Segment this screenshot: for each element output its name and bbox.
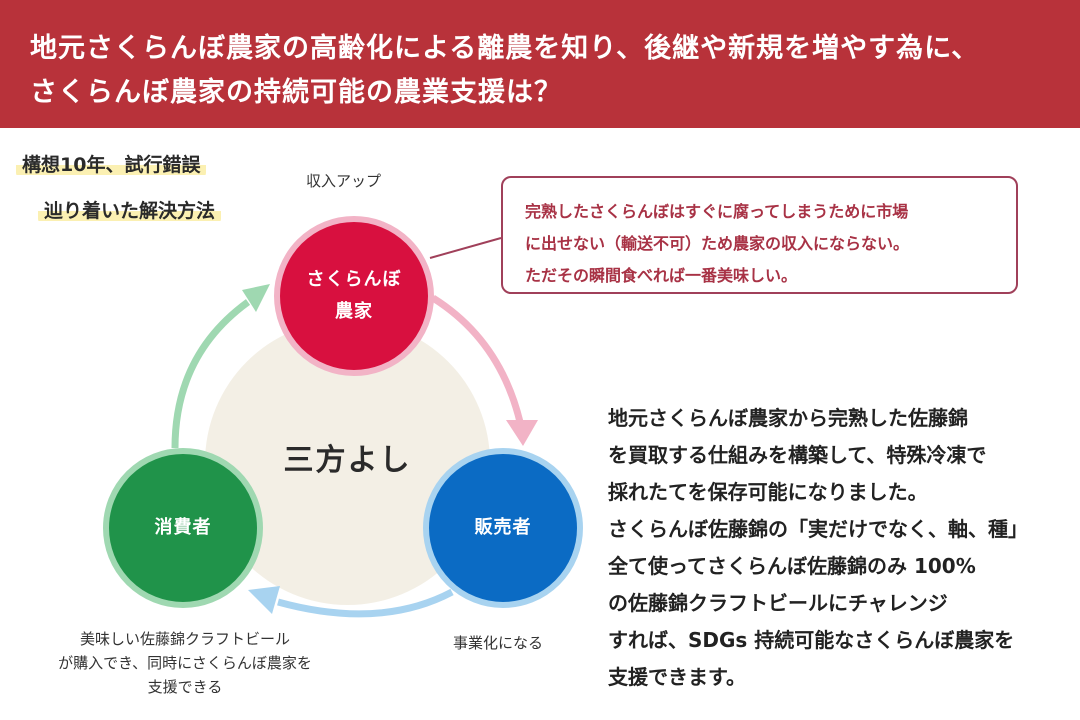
callout-connector bbox=[429, 237, 502, 259]
callout-line: ただその瞬間食べれば一番美味しい。 bbox=[525, 266, 798, 285]
center-label: 三方よし bbox=[283, 443, 412, 478]
callout-line: に出せない（輸送不可）ため農家の収入にならない。 bbox=[525, 234, 910, 253]
description-line: さくらんぼ佐藤錦の「実だけでなく、軸、種」 bbox=[608, 517, 1028, 541]
description-line: 支援できます。 bbox=[608, 665, 746, 689]
header-banner: 地元さくらんぼ農家の高齢化による離農を知り、後継や新規を増やす為に、 さくらんぼ… bbox=[0, 0, 1080, 128]
header-title-line2: さくらんぼ農家の持続可能の農業支援は？ bbox=[30, 77, 562, 108]
note-line1: 構想10年、試行錯誤 bbox=[16, 150, 207, 177]
consumer-label: 消費者 bbox=[154, 517, 212, 538]
description-line: を買取する仕組みを構築して、特殊冷凍で bbox=[608, 443, 987, 467]
farmer-label-line2: 農家 bbox=[335, 301, 373, 322]
seller-label: 販売者 bbox=[474, 517, 532, 538]
arrowhead-consumer-to-farmer bbox=[242, 284, 270, 312]
note-line2: 辿り着いた解決方法 bbox=[38, 196, 222, 223]
arrow-farmer-to-seller bbox=[431, 295, 524, 423]
callout-box: 完熟したさくらんぼはすぐに腐ってしまうために市場 に出せない（輸送不可）ため農家… bbox=[501, 176, 1018, 294]
node-seller: 販売者 bbox=[423, 448, 583, 608]
arrow-consumer-to-farmer bbox=[171, 299, 251, 449]
node-farmer: さくらんぼ 農家 bbox=[274, 216, 434, 376]
description-line: すれば、SDGs 持続可能なさくらんぼ農家を bbox=[608, 628, 1015, 652]
header-title-line1: 地元さくらんぼ農家の高齢化による離農を知り、後継や新規を増やす為に、 bbox=[30, 33, 980, 64]
arrow-seller-to-consumer bbox=[277, 588, 454, 618]
description-line: 地元さくらんぼ農家から完熟した佐藤錦 bbox=[608, 406, 968, 430]
consumer-caption-line: が購入でき、同時にさくらんぼ農家を bbox=[58, 654, 312, 672]
arrowhead-seller-to-consumer bbox=[248, 586, 280, 614]
callout-line: 完熟したさくらんぼはすぐに腐ってしまうために市場 bbox=[525, 202, 909, 221]
consumer-caption-line: 美味しい佐藤錦クラフトビール bbox=[79, 630, 290, 648]
description-line: の佐藤錦クラフトビールにチャレンジ bbox=[608, 591, 948, 615]
node-consumer: 消費者 bbox=[103, 448, 263, 608]
description-line: 全て使ってさくらんぼ佐藤錦のみ 100% bbox=[608, 554, 976, 578]
arrowhead-farmer-to-seller bbox=[506, 420, 538, 446]
farmer-caption: 収入アップ bbox=[306, 172, 382, 190]
description-line: 採れたてを保存可能になりました。 bbox=[608, 480, 928, 504]
farmer-label-line1: さくらんぼ bbox=[306, 269, 402, 290]
seller-caption: 事業化になる bbox=[453, 634, 544, 652]
consumer-caption-line: 支援できる bbox=[147, 678, 223, 696]
